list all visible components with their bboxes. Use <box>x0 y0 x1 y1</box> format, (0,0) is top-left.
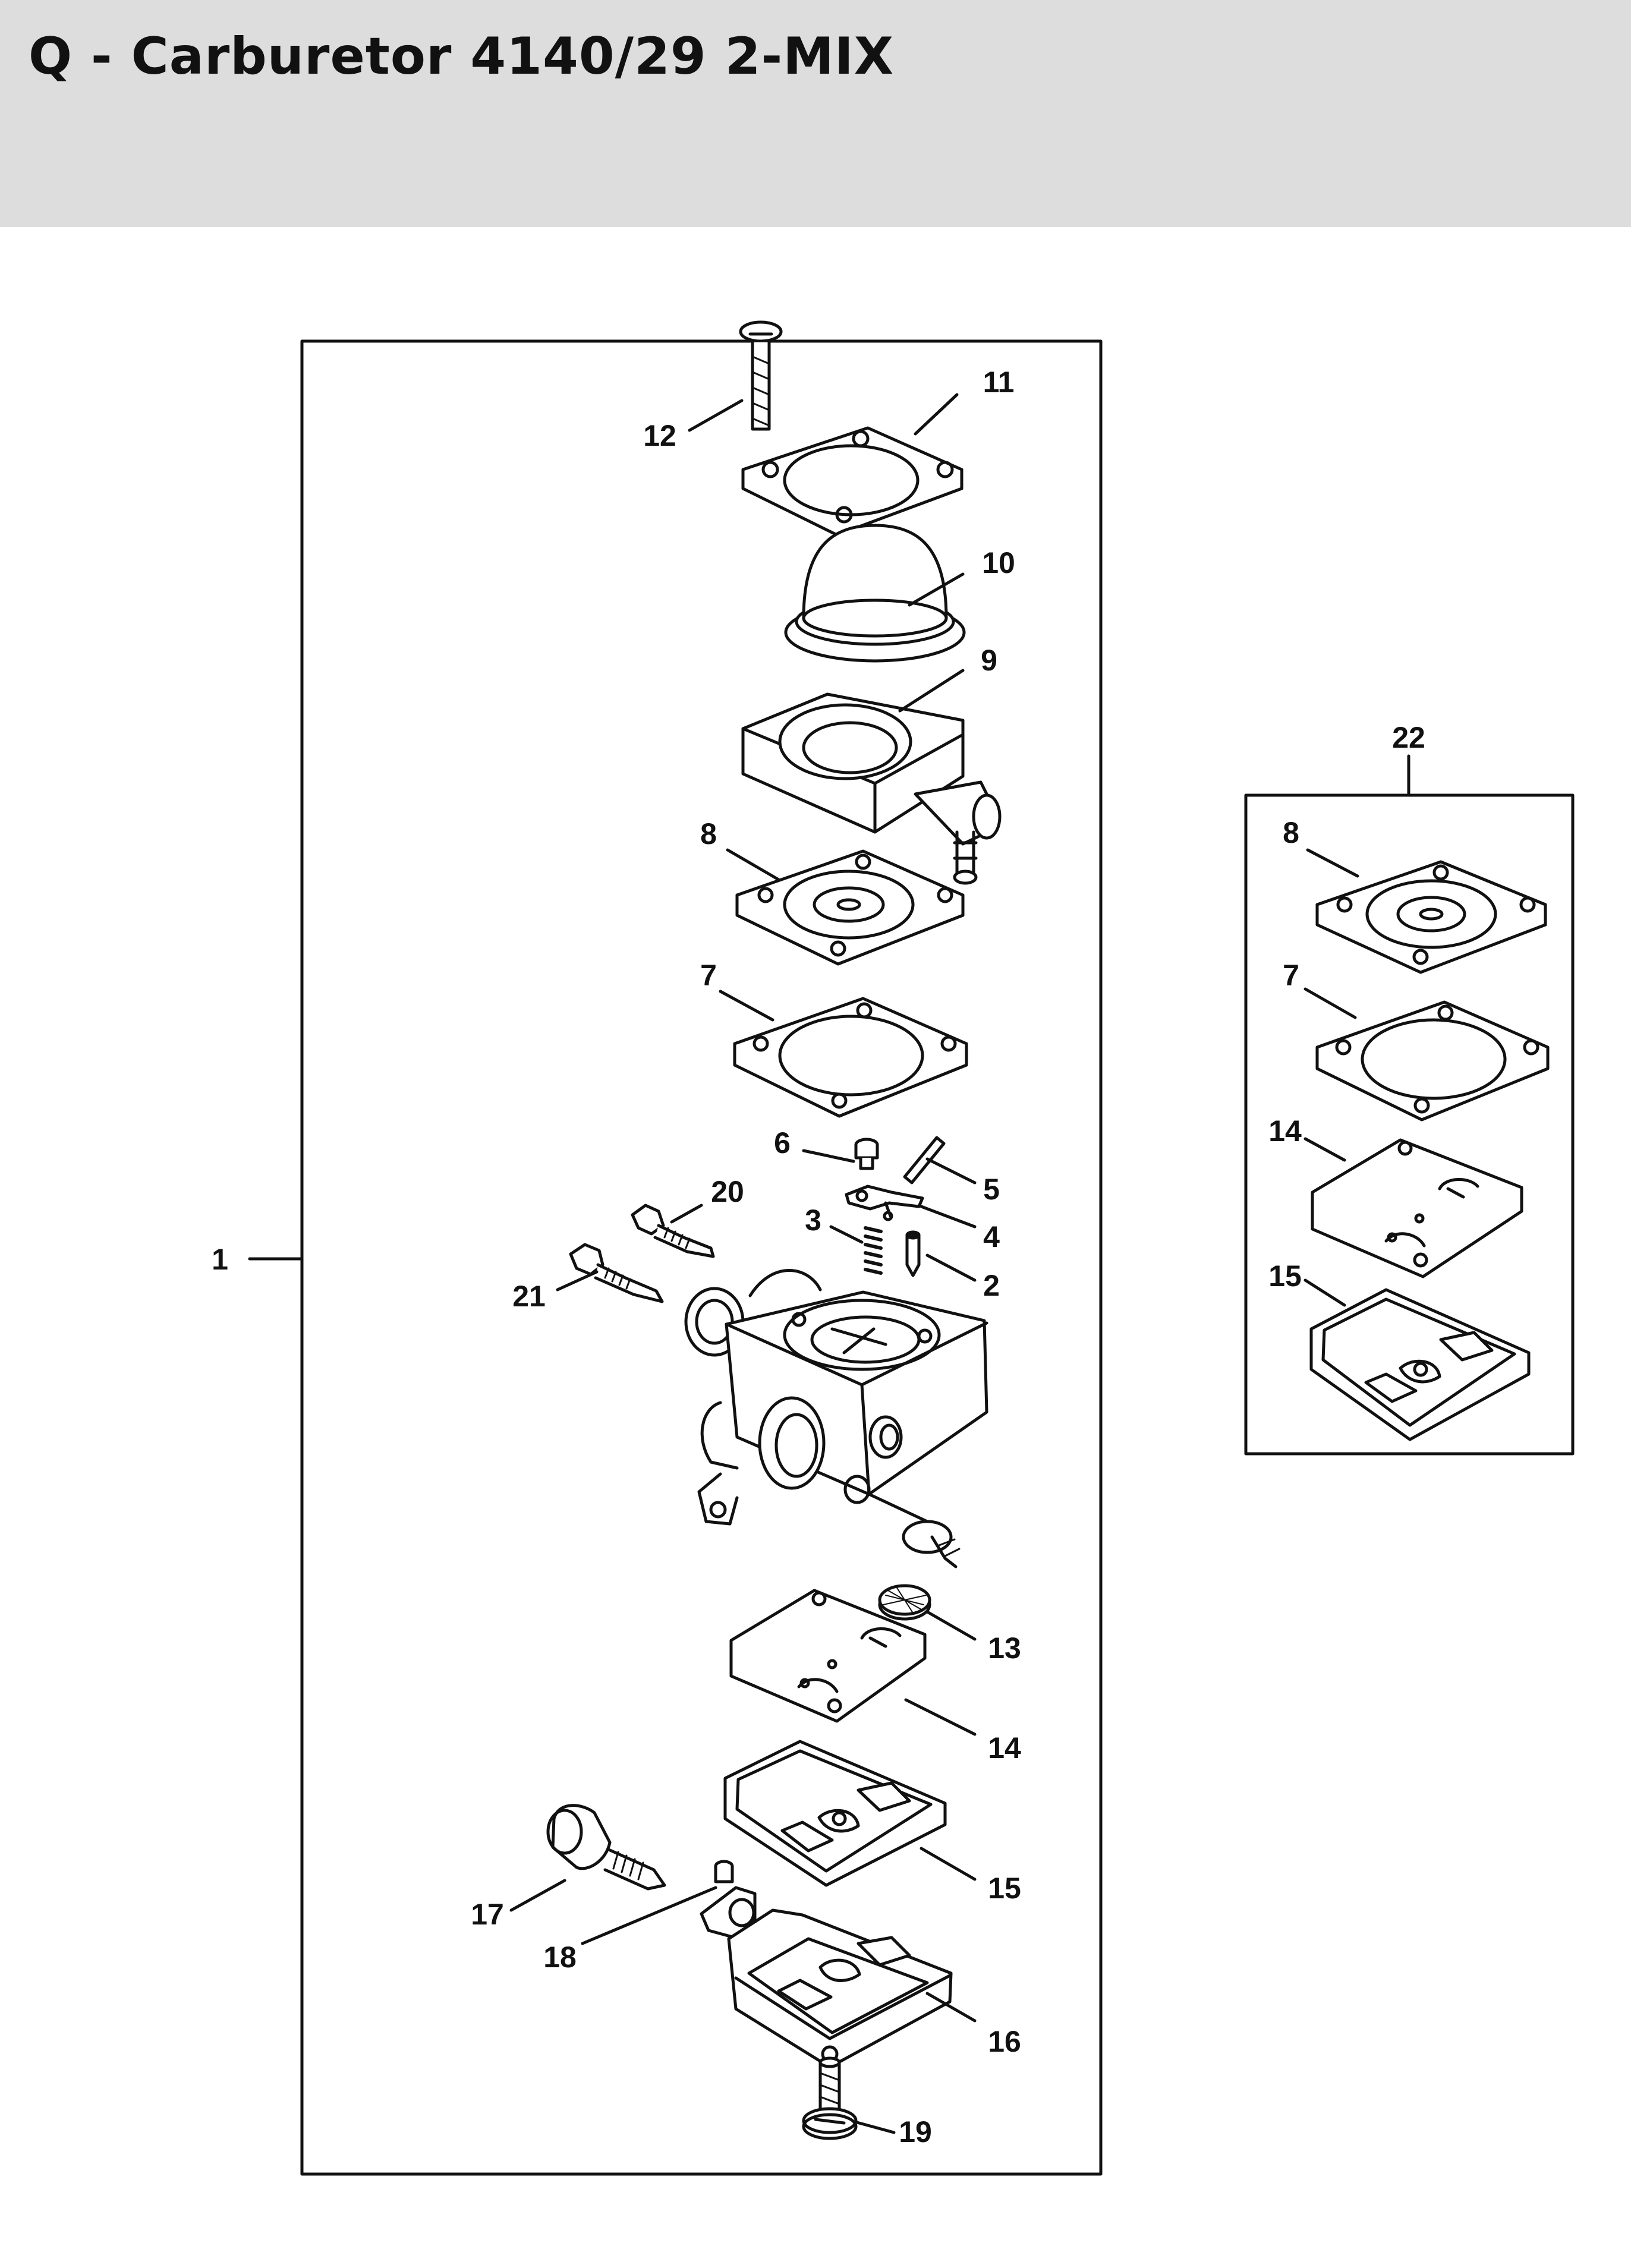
callout-15: 15 <box>988 1872 1021 1905</box>
leader-19 <box>853 2120 896 2134</box>
callout-set-15: 15 <box>1268 1259 1302 1293</box>
callout-4: 4 <box>983 1220 1000 1253</box>
leader-11 <box>914 393 959 436</box>
set-part-15-gasket <box>1309 1288 1531 1441</box>
callout-6: 6 <box>774 1126 791 1160</box>
leader-21 <box>556 1270 599 1292</box>
part-12-screw <box>739 320 783 431</box>
leader-13 <box>925 1610 977 1641</box>
leader-12 <box>688 399 744 432</box>
set-part-14-metering-diaphragm <box>1311 1138 1523 1278</box>
leader-8 <box>726 848 780 881</box>
part-7-gasket <box>733 997 968 1118</box>
part-20-adjusting-screw <box>631 1204 715 1258</box>
leader-set-8 <box>1306 848 1359 878</box>
callout-14: 14 <box>988 1731 1021 1765</box>
callout-12: 12 <box>643 419 676 452</box>
part-4-control-lever <box>845 1185 924 1221</box>
callout-set-8: 8 <box>1283 816 1299 849</box>
leader-9 <box>898 669 965 713</box>
page-title: Q - Carburetor 4140/29 2-MIX <box>29 27 895 86</box>
callout-20: 20 <box>711 1175 744 1208</box>
part-16-end-cover <box>700 1886 953 2069</box>
carburetor-body <box>684 1269 988 1568</box>
leader-set-14 <box>1303 1137 1346 1162</box>
header-bar: Q - Carburetor 4140/29 2-MIX <box>0 0 1631 227</box>
part-9-pump-housing <box>741 692 1002 885</box>
leader-20 <box>670 1204 703 1224</box>
leader-set-7 <box>1303 987 1357 1019</box>
part-3-spring <box>864 1226 883 1275</box>
part-19-screw <box>802 2056 858 2140</box>
leader-7 <box>719 990 774 1022</box>
callout-17: 17 <box>471 1898 504 1931</box>
callout-9: 9 <box>981 644 997 677</box>
leader-15 <box>920 1847 977 1881</box>
callout-16: 16 <box>988 2025 1021 2058</box>
part-18-check-valve <box>714 1860 734 1883</box>
part-5-spindle <box>903 1136 946 1185</box>
callout-19: 19 <box>899 2115 932 2149</box>
part-2-inlet-needle <box>905 1230 921 1277</box>
callout-1: 1 <box>212 1243 228 1276</box>
main-assembly-frame <box>300 339 1103 2176</box>
leader-18 <box>581 1886 717 1945</box>
leader-14 <box>904 1698 977 1736</box>
part-6-screw <box>854 1138 879 1170</box>
part-8-diaphragm <box>735 849 965 966</box>
callout-21: 21 <box>512 1280 546 1313</box>
callout-18: 18 <box>543 1941 577 1974</box>
callout-11: 11 <box>983 366 1015 399</box>
callout-7: 7 <box>700 959 717 992</box>
part-21-adjusting-screw <box>569 1243 664 1303</box>
leader-2 <box>925 1253 977 1282</box>
set-part-7-gasket <box>1315 1000 1550 1122</box>
part-15-gasket <box>723 1740 947 1887</box>
leader-5 <box>925 1157 977 1185</box>
part-14-metering-diaphragm <box>729 1589 927 1723</box>
leader-6 <box>802 1149 855 1163</box>
callout-22: 22 <box>1392 721 1425 754</box>
part-13-strainer <box>878 1584 931 1621</box>
leader-4 <box>920 1205 977 1228</box>
callout-10: 10 <box>982 546 1015 579</box>
callout-2: 2 <box>983 1269 1000 1302</box>
callout-set-14: 14 <box>1268 1114 1302 1148</box>
leader-set-15 <box>1303 1278 1346 1307</box>
leader-10 <box>908 572 965 607</box>
part-10-primer-bulb <box>784 524 966 663</box>
callout-3: 3 <box>805 1204 821 1237</box>
part-17-plug <box>546 1804 666 1891</box>
callout-set-7: 7 <box>1283 959 1299 992</box>
leader-17 <box>509 1879 566 1912</box>
callout-13: 13 <box>988 1631 1021 1665</box>
callout-5: 5 <box>983 1173 1000 1206</box>
part-11-cover-plate <box>741 426 964 537</box>
leader-3 <box>829 1225 864 1244</box>
callout-8: 8 <box>700 817 717 850</box>
set-part-8-diaphragm <box>1315 860 1547 974</box>
leader-16 <box>925 1992 977 2023</box>
